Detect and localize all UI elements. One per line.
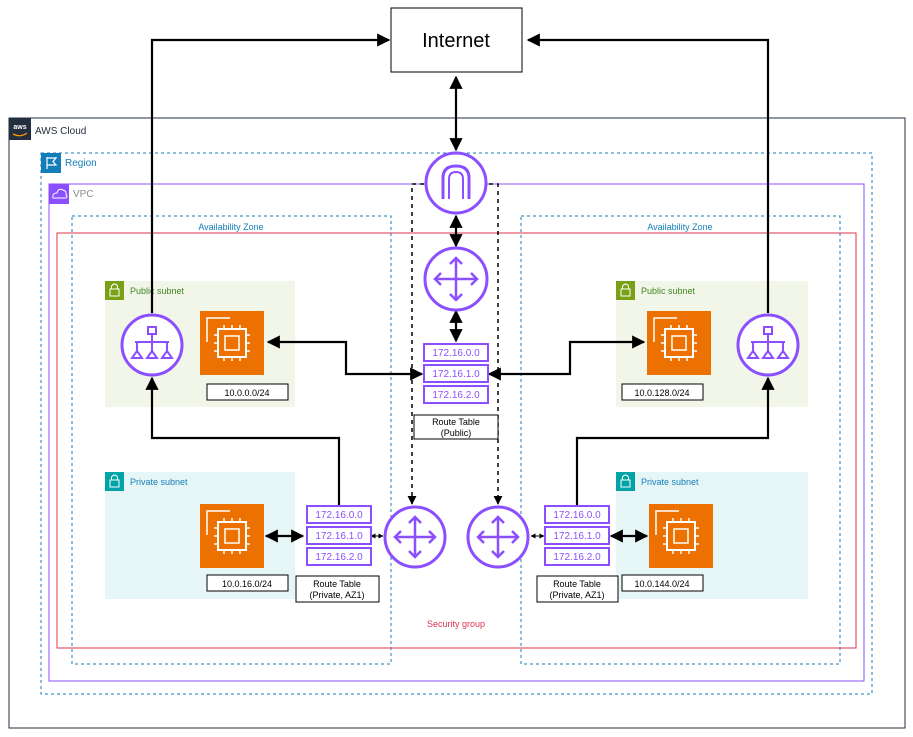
- internet-gateway-icon: [424, 151, 488, 215]
- connectors: [145, 33, 775, 543]
- route-entry: 172.16.2.0: [432, 390, 480, 401]
- router-icon: [466, 505, 530, 569]
- route-table-caption: Route Table: [553, 579, 601, 589]
- cidr-label-public-left: 10.0.0.0/24: [206, 383, 289, 401]
- ec2-instance-icon: [647, 311, 711, 375]
- route-table-private-right: 172.16.0.0 172.16.1.0 172.16.2.0 Route T…: [536, 505, 619, 603]
- load-balancer-icon: [736, 313, 800, 377]
- rt-ec2-public-right-link: [487, 335, 646, 381]
- route-entry: 172.16.2.0: [315, 552, 363, 563]
- svg-text:10.0.16.0/24: 10.0.16.0/24: [222, 579, 272, 589]
- aws-cloud-label: AWS Cloud: [35, 126, 86, 137]
- private-subnet-label: Private subnet: [641, 477, 699, 487]
- svg-text:10.0.0.0/24: 10.0.0.0/24: [224, 388, 269, 398]
- private-rt-left-lb-link: [145, 376, 341, 505]
- cidr-label-private-left: 10.0.16.0/24: [206, 574, 289, 592]
- svg-text:10.0.144.0/24: 10.0.144.0/24: [634, 579, 689, 589]
- router-icon: [423, 246, 489, 312]
- dashed-igw-router-links: [407, 183, 503, 505]
- route-entry: 172.16.2.0: [553, 552, 601, 563]
- rt-ec2-public-left-link: [266, 335, 424, 381]
- vpc-cloud-icon: [49, 184, 69, 204]
- route-entry: 172.16.0.0: [432, 348, 480, 359]
- route-entry: 172.16.0.0: [553, 510, 601, 521]
- private-rt-right-lb-link: [575, 376, 775, 505]
- router-icon: [383, 505, 447, 569]
- route-entry: 172.16.1.0: [432, 369, 480, 380]
- route-table-caption: (Private, AZ1): [309, 590, 364, 600]
- cidr-label-public-right: 10.0.128.0/24: [621, 383, 704, 401]
- ec2-instance-icon: [649, 504, 713, 568]
- route-entry: 172.16.1.0: [315, 531, 363, 542]
- load-balancer-icon: [120, 313, 184, 377]
- aws-logo-text: aws: [13, 124, 26, 131]
- internet-node: Internet: [390, 7, 523, 73]
- lb-left-internet-link: [150, 33, 391, 313]
- route-entry: 172.16.0.0: [315, 510, 363, 521]
- internet-label: Internet: [422, 30, 490, 52]
- region-label: Region: [65, 158, 97, 169]
- route-table-caption: Route Table: [432, 417, 480, 427]
- flag-icon: [41, 153, 61, 173]
- availability-zone-left: Availability Zone: [71, 215, 392, 665]
- public-subnet-label: Public subnet: [130, 286, 185, 296]
- availability-zone-right: Availability Zone: [520, 215, 841, 665]
- private-subnet-label: Private subnet: [130, 477, 188, 487]
- public-subnet-label: Public subnet: [641, 286, 696, 296]
- cidr-label-private-right: 10.0.144.0/24: [621, 574, 704, 592]
- route-table-caption: Route Table: [313, 579, 361, 589]
- route-table-private-left: 172.16.0.0 172.16.1.0 172.16.2.0 Route T…: [295, 505, 380, 603]
- ec2-instance-icon: [200, 504, 264, 568]
- svg-text:10.0.128.0/24: 10.0.128.0/24: [634, 388, 689, 398]
- route-table-caption: (Private, AZ1): [549, 590, 604, 600]
- security-group-label: Security group: [427, 619, 485, 629]
- ec2-instance-icon: [200, 311, 264, 375]
- availability-zone-label: Availability Zone: [198, 222, 263, 232]
- route-table-caption: (Public): [441, 428, 472, 438]
- route-entry: 172.16.1.0: [553, 531, 601, 542]
- availability-zone-label: Availability Zone: [647, 222, 712, 232]
- lb-right-internet-link: [526, 33, 770, 313]
- vpc-label: VPC: [73, 189, 94, 200]
- route-table-public: Route Table (Public) 172.16.0.0 172.16.1…: [413, 343, 499, 440]
